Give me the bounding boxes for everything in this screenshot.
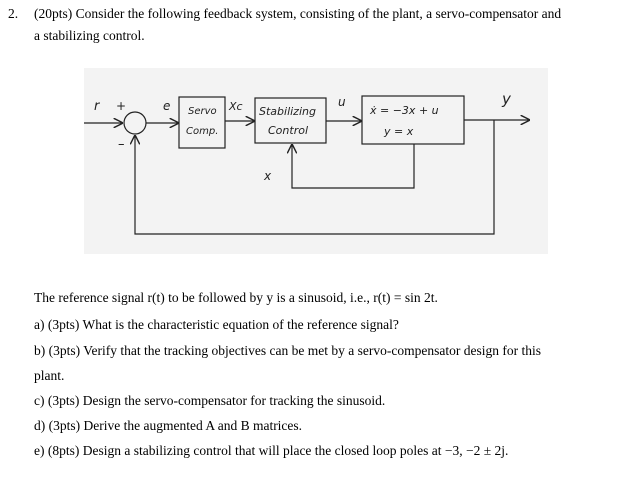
summing-junction xyxy=(123,111,147,135)
output-signal-label: y xyxy=(501,90,512,108)
question-header-line2: a stabilizing control. xyxy=(34,28,145,43)
stabilizing-block-line1: Stabilizing xyxy=(259,105,316,118)
block-diagram: r + – e Servo Comp. Xᴄ Stabilizing Contr… xyxy=(84,68,548,254)
error-signal-label: e xyxy=(163,99,170,113)
input-signal-label: r xyxy=(94,99,101,114)
stabilizing-block-line2: Control xyxy=(268,124,308,137)
output-feedback-path xyxy=(135,120,495,235)
servo-block-line1: Servo xyxy=(188,106,217,117)
state-feedback-label: x xyxy=(263,169,272,183)
part-b-continued: plant. xyxy=(34,368,65,383)
plus-sign: + xyxy=(116,99,126,113)
servo-output-label: Xᴄ xyxy=(228,100,243,113)
reference-signal-line: The reference signal r(t) to be followed… xyxy=(34,290,438,305)
question-number: 2. xyxy=(8,6,19,21)
plant-state-equation: ẋ = −3x + u xyxy=(369,104,439,117)
part-e: e) (8pts) Design a stabilizing control t… xyxy=(34,443,509,458)
minus-sign: – xyxy=(118,137,125,152)
part-d: d) (3pts) Derive the augmented A and B m… xyxy=(34,418,303,433)
plant-output-equation: y = x xyxy=(383,125,414,138)
part-c: c) (3pts) Design the servo-compensator f… xyxy=(34,393,386,408)
part-b: b) (3pts) Verify that the tracking objec… xyxy=(34,343,541,358)
servo-compensator-block xyxy=(178,96,226,149)
state-feedback-path xyxy=(292,144,415,189)
servo-block-line2: Comp. xyxy=(186,126,218,137)
control-signal-label: u xyxy=(338,95,346,109)
question-header-line1: (20pts) Consider the following feedback … xyxy=(34,6,562,21)
part-a: a) (3pts) What is the characteristic equ… xyxy=(34,317,399,332)
